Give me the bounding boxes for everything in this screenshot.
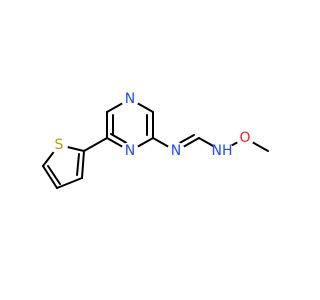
bond-c5t-c4t [42, 165, 58, 189]
label-bg-o [236, 129, 254, 147]
pyrimidine-n-top-label: N [125, 91, 135, 107]
bond-pyrimidine-thiophene [83, 137, 108, 152]
label-bg-n1 [121, 90, 139, 108]
bond-c3t-c2t-double [76, 153, 80, 176]
imine-n-label: N [171, 143, 181, 159]
structure-diagram: N N N NH O S [42, 90, 269, 189]
bond-c4t-c3t [56, 177, 83, 189]
thiophene-s-label: S [55, 137, 64, 153]
label-bg-n3 [121, 142, 139, 160]
bond-c3t-c2t [81, 150, 85, 179]
amine-nh-label: NH [212, 143, 233, 159]
bond-c5t-c4t-double [47, 165, 61, 185]
bonds [42, 98, 269, 189]
label-bg-s [50, 136, 68, 154]
label-bg-nh [212, 144, 234, 160]
atom-labels: N N N NH O S [50, 90, 254, 160]
label-bg-nimine [167, 142, 185, 160]
molecule-canvas: N N N NH O S [42, 90, 269, 189]
methoxy-o-label: O [239, 130, 250, 146]
pyrimidine-n-bottom-label: N [125, 143, 135, 159]
